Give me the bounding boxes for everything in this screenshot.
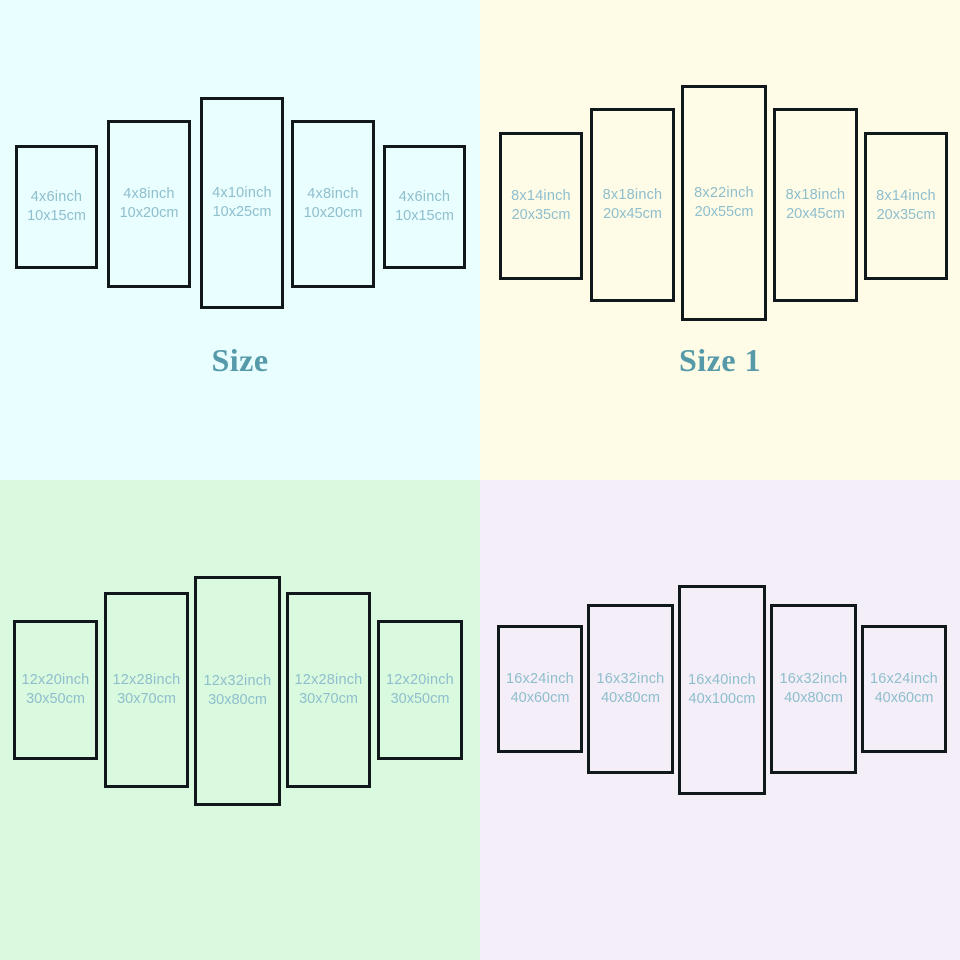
size-panel[interactable]: 12x28inch 30x70cm — [104, 592, 189, 788]
panel-size-inch: 4x8inch — [123, 185, 175, 202]
panel-size-cm: 20x45cm — [786, 206, 845, 222]
size-panel[interactable]: 16x24inch 40x60cm — [861, 625, 947, 753]
panel-size-inch: 8x14inch — [876, 187, 936, 204]
size-panel[interactable]: 8x18inch 20x45cm — [773, 108, 858, 302]
panel-size-inch: 4x8inch — [307, 185, 359, 202]
panel-size-cm: 20x45cm — [603, 206, 662, 222]
caption-size: Size — [211, 342, 269, 378]
panel-size-inch: 16x32inch — [596, 670, 665, 687]
panel-size-inch: 4x6inch — [30, 188, 83, 205]
panel-size-cm: 40x60cm — [874, 690, 934, 706]
panel-size-cm: 30x70cm — [117, 691, 176, 707]
panel-size-cm: 10x25cm — [212, 204, 272, 220]
panel-size-cm: 20x35cm — [511, 207, 571, 223]
panel-size-inch: 4x10inch — [212, 184, 272, 201]
quadrant-size-1: 8x14inch 20x35cm 8x18inch 20x45cm 8x22inch 20… — [480, 0, 960, 480]
panel-size-cm: 20x55cm — [694, 204, 754, 220]
panel-cluster-size-1: 8x14inch 20x35cm 8x18inch 20x45cm 8x22inch 20… — [480, 0, 960, 390]
panel-size-inch: 16x32inch — [779, 670, 848, 687]
size-panel[interactable]: 16x32inch 40x80cm — [770, 604, 857, 774]
size-panel[interactable]: 16x32inch 40x80cm — [587, 604, 674, 774]
size-panel[interactable]: 8x14inch 20x35cm — [864, 132, 948, 280]
size-panel[interactable]: 4x10inch 10x25cm — [200, 97, 284, 309]
panel-size-cm: 20x35cm — [876, 207, 936, 223]
panel-size-inch: 8x22inch — [694, 184, 754, 201]
panel-size-cm: 30x80cm — [208, 692, 267, 708]
panel-size-cm: 40x80cm — [601, 690, 660, 706]
panel-size-inch: 16x40inch — [688, 671, 756, 688]
size-panel[interactable]: 8x18inch 20x45cm — [590, 108, 675, 302]
quadrant-size: 4x6inch 10x15cm 4x8inch 10x20cm 4x10inch 10x2… — [0, 0, 480, 480]
panel-size-inch: 12x20inch — [386, 671, 454, 688]
panel-size-inch: 8x18inch — [785, 186, 846, 203]
size-panel[interactable]: 8x22inch 20x55cm — [681, 85, 767, 321]
panel-size-cm: 30x50cm — [26, 691, 85, 707]
size-panel[interactable]: 8x14inch 20x35cm — [499, 132, 583, 280]
size-panel[interactable]: 12x28inch 30x70cm — [286, 592, 371, 788]
panel-size-inch: 12x32inch — [203, 672, 272, 689]
quadrant-size-3: 16x24inch 40x60cm 16x32inch 40x80cm 16x40inc… — [480, 480, 960, 960]
panel-cluster-size: 4x6inch 10x15cm 4x8inch 10x20cm 4x10inch 10x2… — [0, 0, 480, 390]
size-panel[interactable]: 12x20inch 30x50cm — [13, 620, 98, 760]
panel-size-inch: 4x6inch — [398, 188, 451, 205]
panel-size-inch: 16x24inch — [506, 670, 574, 687]
panel-size-cm: 30x70cm — [299, 691, 358, 707]
quadrant-size-2: 12x20inch 30x50cm 12x28inch 30x70cm 12x32inc… — [0, 480, 480, 960]
panel-size-cm: 10x20cm — [303, 205, 363, 221]
size-panel[interactable]: 4x8inch 10x20cm — [291, 120, 375, 288]
size-panel[interactable]: 4x6inch 10x15cm — [383, 145, 466, 269]
panel-cluster-size-3: 16x24inch 40x60cm 16x32inch 40x80cm 16x40inc… — [480, 480, 960, 870]
panel-size-cm: 10x15cm — [395, 208, 454, 224]
panel-size-inch: 12x28inch — [112, 671, 181, 688]
panel-size-cm: 40x80cm — [784, 690, 843, 706]
panel-size-cm: 40x60cm — [510, 690, 570, 706]
caption-size-1: Size 1 — [678, 342, 762, 378]
panel-size-cm: 30x50cm — [390, 691, 450, 707]
size-panel[interactable]: 4x6inch 10x15cm — [15, 145, 98, 269]
panel-size-inch: 12x28inch — [294, 671, 363, 688]
size-panel[interactable]: 12x32inch 30x80cm — [194, 576, 281, 806]
panel-size-inch: 8x14inch — [511, 187, 571, 204]
size-panel[interactable]: 4x8inch 10x20cm — [107, 120, 191, 288]
panel-size-cm: 10x15cm — [27, 208, 86, 224]
size-panel[interactable]: 12x20inch 30x50cm — [377, 620, 463, 760]
panel-size-cm: 40x100cm — [688, 691, 756, 707]
panel-size-inch: 12x20inch — [21, 671, 90, 688]
size-panel[interactable]: 16x40inch 40x100cm — [678, 585, 766, 795]
panel-size-cm: 10x20cm — [119, 205, 179, 221]
size-panel[interactable]: 16x24inch 40x60cm — [497, 625, 583, 753]
panel-cluster-size-2: 12x20inch 30x50cm 12x28inch 30x70cm 12x32inc… — [0, 480, 480, 870]
panel-size-inch: 16x24inch — [870, 670, 938, 687]
panel-size-inch: 8x18inch — [602, 186, 663, 203]
